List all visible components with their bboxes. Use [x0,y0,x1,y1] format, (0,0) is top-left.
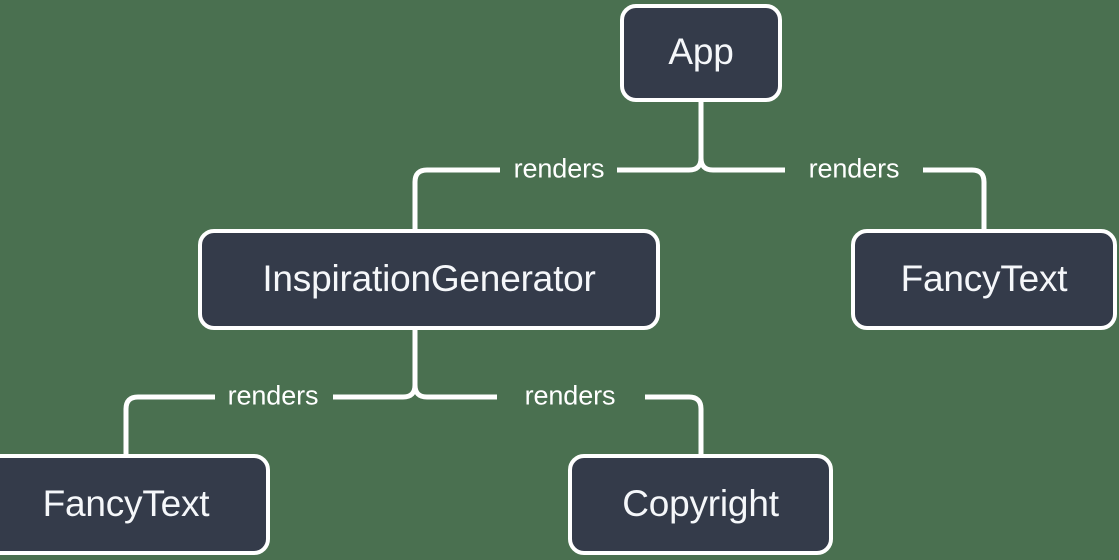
edge-app-to-inspirationgenerator-seg2 [412,167,500,229]
node-fancytext-bottom-label: FancyText [42,482,210,524]
node-fancytext-right-label: FancyText [900,257,1068,299]
edge-inspirationgenerator-to-copyright-seg2 [645,394,704,454]
node-copyright-label: Copyright [622,482,779,524]
node-fancytext-right[interactable]: FancyText [851,229,1117,330]
edge-app-stem-right [698,157,714,173]
edge-app-to-fancytext-seg2 [923,167,987,229]
node-fancytext-bottom[interactable]: FancyText [0,454,270,555]
edge-label-inspirationgenerator-to-copyright: renders [524,380,616,411]
node-app-label: App [668,31,734,72]
node-copyright[interactable]: Copyright [568,454,833,555]
edge-label-app-to-fancytext: renders [808,153,900,184]
node-app[interactable]: App [620,4,782,102]
edge-inspirationgenerator-stem-right [412,384,428,400]
edge-label-inspirationgenerator-to-fancytext: renders [227,380,319,411]
node-inspiration-generator-label: InspirationGenerator [262,257,596,299]
edge-label-app-to-inspirationgenerator: renders [513,153,605,184]
edge-inspirationgenerator-to-fancytext-seg2 [123,394,215,454]
node-inspiration-generator[interactable]: InspirationGenerator [198,229,660,330]
